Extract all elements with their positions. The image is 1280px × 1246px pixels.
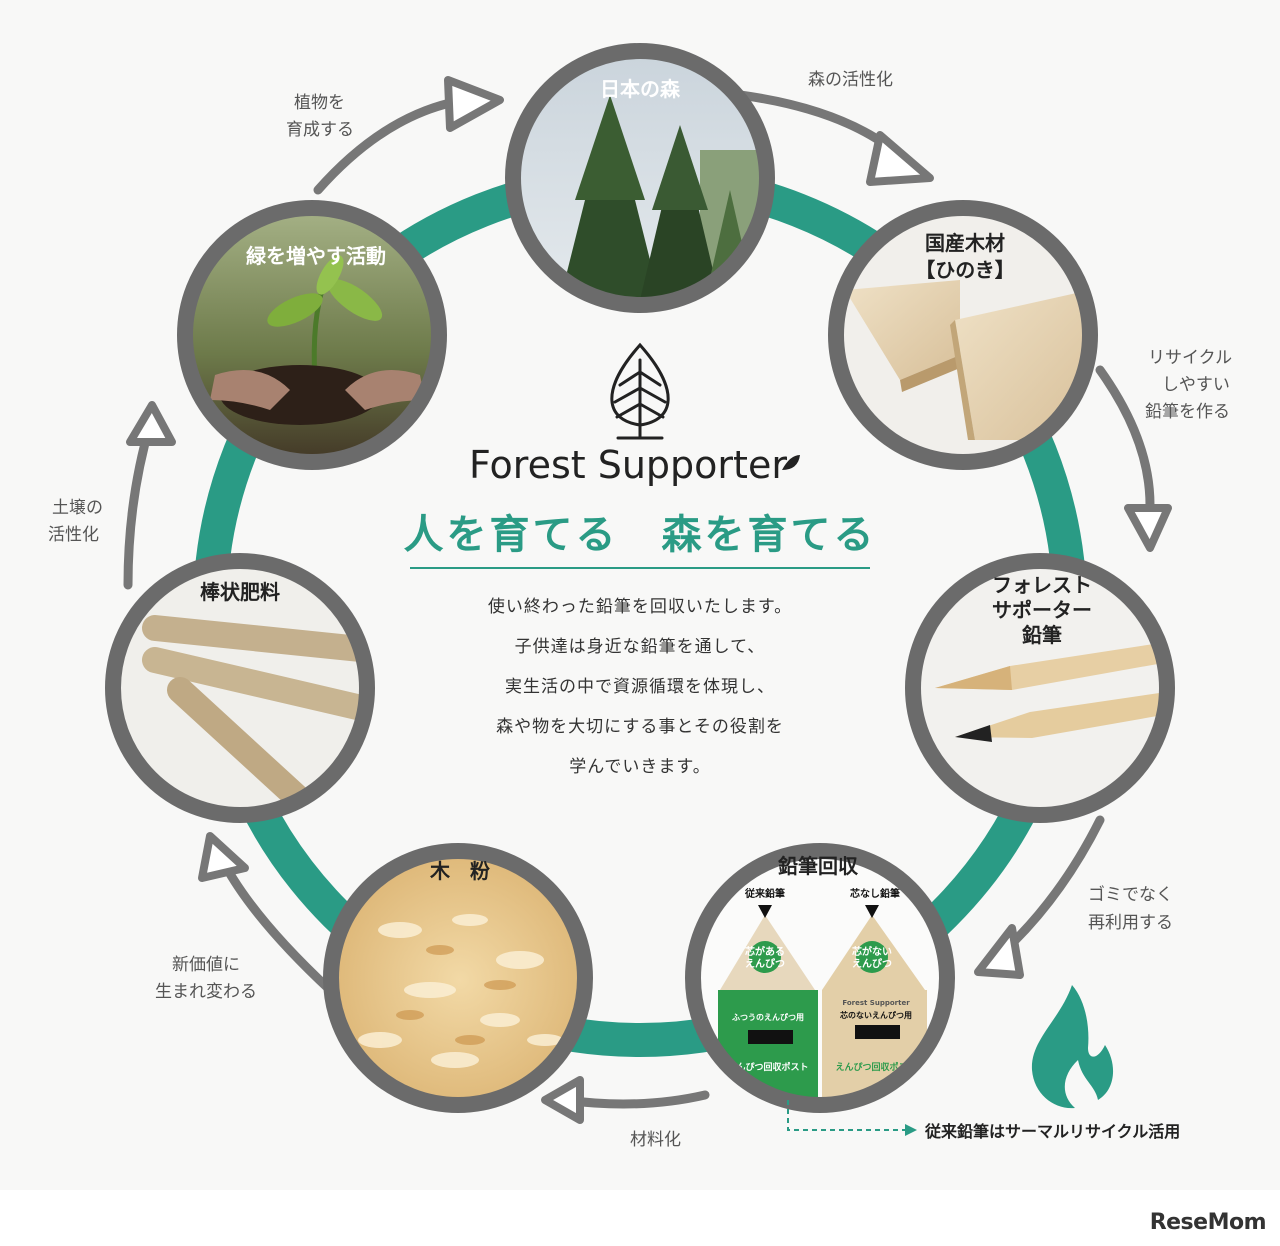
slogan: 人を育てる 森を育てる bbox=[404, 512, 877, 558]
cycle-diagram: 森の活性化 リサイクル しやすい 鉛筆を作る ゴミでなく 再利用する 材料化 新… bbox=[48, 43, 1232, 1150]
thermal-note: 従来鉛筆はサーマルリサイクル活用 bbox=[924, 1122, 1180, 1141]
node-greening: 緑を増やす活動 bbox=[177, 200, 447, 470]
description-line-4: 森や物を大切にする事とその役割を bbox=[496, 717, 784, 737]
node-title-timber-1: 国産木材 bbox=[925, 231, 1005, 255]
label-new-value-2: 生まれ変わる bbox=[155, 982, 257, 1002]
label-new-value-1: 新価値に bbox=[172, 955, 240, 975]
description-line-3: 実生活の中で資源循環を体現し、 bbox=[505, 677, 775, 697]
box-brand: Forest Supporter bbox=[842, 999, 910, 1007]
brand-name: Forest Supporter bbox=[469, 443, 787, 487]
description-line-1: 使い終わった鉛筆を回収いたします。 bbox=[488, 596, 792, 617]
label-coreless: 芯なし鉛筆 bbox=[850, 887, 900, 900]
footer-strip bbox=[0, 1190, 1280, 1246]
label-make-pencil-3: 鉛筆を作る bbox=[1145, 402, 1230, 422]
label-grow-plants-1: 植物を bbox=[294, 93, 345, 113]
node-title-pencil-3: 鉛筆 bbox=[1022, 623, 1062, 647]
resemom-watermark: ReseMom bbox=[1149, 1210, 1267, 1235]
node-collection: 従来鉛筆 芯なし鉛筆 芯がある えんぴつ 芯がない えんぴつ ふつうのえんぴつ用… bbox=[685, 843, 955, 1113]
node-title-fertilizer: 棒状肥料 bbox=[200, 580, 280, 604]
node-forest: 日本の森 bbox=[505, 43, 775, 313]
badge-left-2: えんぴつ bbox=[745, 957, 785, 970]
label-soil-2: 活性化 bbox=[48, 525, 99, 545]
brand-tree-logo bbox=[610, 342, 670, 440]
badge-right-1: 芯がない bbox=[852, 945, 892, 958]
label-make-pencil-2: しやすい bbox=[1162, 375, 1230, 395]
label-grow-plants-2: 育成する bbox=[286, 120, 354, 140]
label-soil-1: 土壌の bbox=[52, 498, 103, 518]
node-timber: 国産木材 【ひのき】 bbox=[828, 200, 1098, 470]
node-title-greening: 緑を増やす活動 bbox=[246, 244, 386, 268]
label-conventional: 従来鉛筆 bbox=[744, 887, 785, 900]
node-title-sawdust: 木 粉 bbox=[429, 859, 490, 883]
node-sawdust: 木 粉 bbox=[323, 843, 593, 1113]
watermark-text: ReseMom bbox=[1149, 1210, 1267, 1235]
badge-right-2: えんぴつ bbox=[852, 957, 892, 970]
thermal-dashed-arrow bbox=[787, 1100, 905, 1131]
node-title-pencil-2: サポーター bbox=[992, 598, 1092, 622]
node-title-timber-2: 【ひのき】 bbox=[915, 258, 1014, 282]
label-activate-forest: 森の活性化 bbox=[808, 70, 893, 90]
node-title-forest: 日本の森 bbox=[600, 77, 681, 101]
label-make-pencil-1: リサイクル bbox=[1148, 348, 1232, 368]
slot-left: ふつうのえんぴつ用 bbox=[732, 1012, 804, 1022]
arrow-heads bbox=[126, 76, 1172, 1124]
node-title-collection: 鉛筆回収 bbox=[778, 854, 859, 878]
description-line-2: 子供達は身近な鉛筆を通して、 bbox=[515, 637, 766, 657]
node-title-pencil-1: フォレスト bbox=[992, 573, 1092, 597]
slot-right: 芯のないえんぴつ用 bbox=[840, 1010, 912, 1020]
label-reuse-2: 再利用する bbox=[1088, 913, 1173, 933]
badge-left-1: 芯がある bbox=[745, 945, 785, 958]
leaf-icon bbox=[782, 455, 800, 470]
node-pencil: フォレスト サポーター 鉛筆 bbox=[905, 553, 1175, 823]
label-materialize: 材料化 bbox=[630, 1130, 681, 1150]
node-fertilizer: 棒状肥料 bbox=[105, 553, 375, 823]
label-reuse-1: ゴミでなく bbox=[1088, 884, 1173, 905]
post-left: えんぴつ回収ポスト bbox=[727, 1061, 808, 1073]
flame-icon bbox=[1031, 985, 1114, 1109]
description-line-5: 学んでいきます。 bbox=[569, 757, 710, 777]
